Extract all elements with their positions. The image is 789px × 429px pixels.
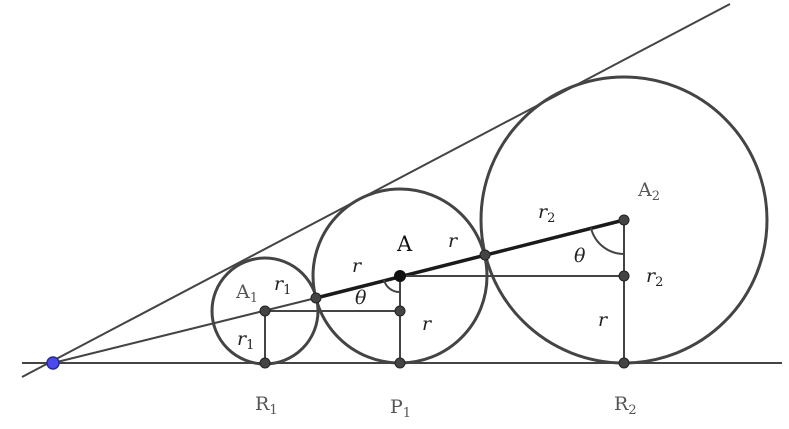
label-p1-point: P1 <box>390 396 411 421</box>
label-a: A <box>396 232 413 256</box>
label-r-right: r <box>448 230 459 252</box>
label-r-large-vertical: r <box>598 309 609 331</box>
vertex-point <box>46 356 60 370</box>
label-r1-radius-side: r1 <box>237 328 254 353</box>
point-a2 <box>618 214 630 226</box>
point-a1 <box>259 305 271 317</box>
point-large-foot <box>618 270 630 282</box>
label-r2-point: R2 <box>614 393 637 418</box>
label-a2: A2 <box>637 179 660 204</box>
point-tangent-middle-large <box>479 249 491 261</box>
point-small-foot <box>394 305 406 317</box>
label-r-middle-vertical: r <box>422 313 433 335</box>
center-line-lower <box>52 297 317 364</box>
label-r2-side: r2 <box>646 265 663 290</box>
label-a1: A1 <box>235 281 258 306</box>
label-r2-top: r2 <box>538 201 555 226</box>
center-line-upper <box>315 218 625 300</box>
label-r-left: r <box>352 255 363 277</box>
angle-arc-theta-middle <box>383 279 401 294</box>
label-r1-point: R1 <box>255 393 278 418</box>
point-p1 <box>394 357 406 369</box>
point-r2 <box>618 357 630 369</box>
label-r1-radius-top: r1 <box>274 273 291 298</box>
point-a <box>394 270 406 282</box>
label-theta-middle: θ <box>355 287 367 309</box>
point-r1 <box>259 357 271 369</box>
upper-tangent-line <box>21 3 731 378</box>
point-tangent-small-middle <box>310 292 322 304</box>
label-theta-large: θ <box>574 245 586 267</box>
angle-arc-theta-large <box>590 227 625 255</box>
